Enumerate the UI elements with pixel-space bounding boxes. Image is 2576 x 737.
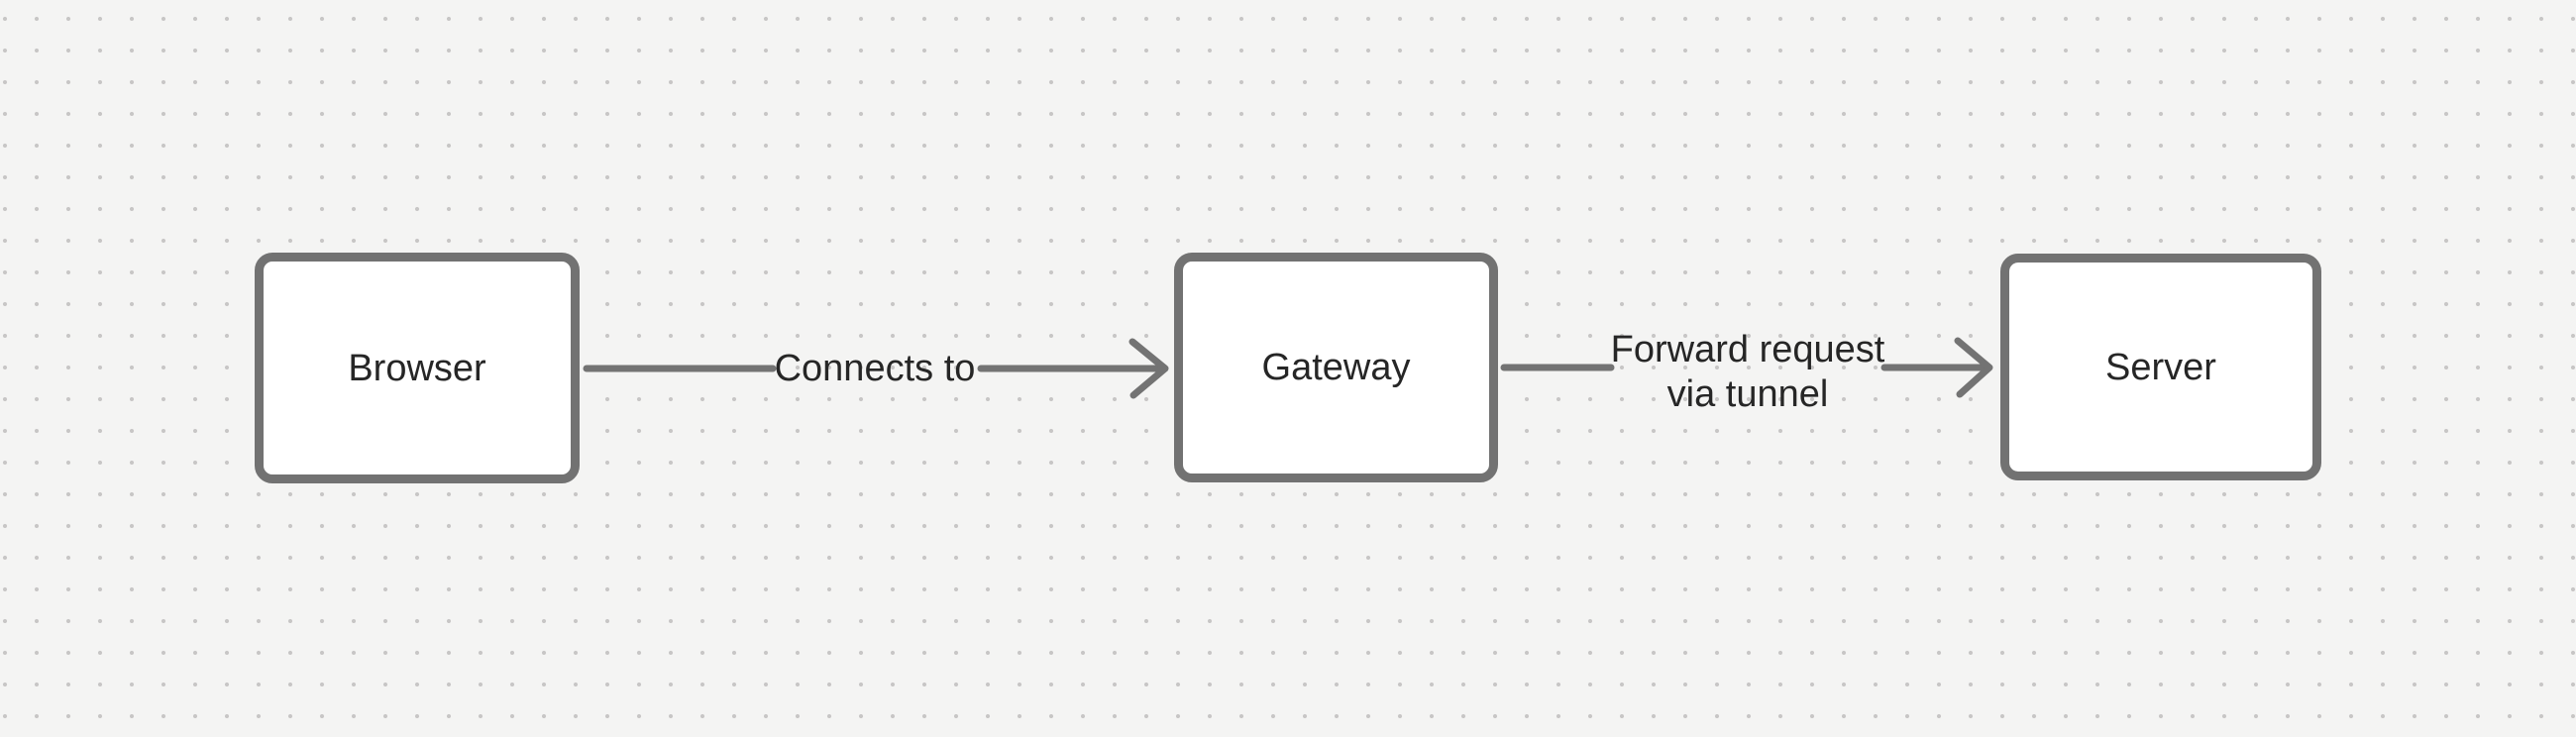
arrowhead-chevron-icon [1128,338,1169,399]
node-server-label: Server [2105,346,2216,388]
node-server[interactable]: Server [2000,254,2321,480]
arrow-label-forward-request-via-tunnel[interactable]: Forward request via tunnel [1610,329,1885,415]
node-browser[interactable]: Browser [255,253,580,483]
arrow-browser-to-gateway[interactable] [583,338,1169,399]
node-gateway[interactable]: Gateway [1174,253,1498,482]
arrow-gateway-to-server[interactable] [1500,337,1993,398]
arrow-label-connects-to[interactable]: Connects to [774,348,976,389]
node-gateway-label: Gateway [1261,347,1411,388]
arrowhead-chevron-icon [1954,337,1993,398]
node-browser-label: Browser [348,347,486,389]
